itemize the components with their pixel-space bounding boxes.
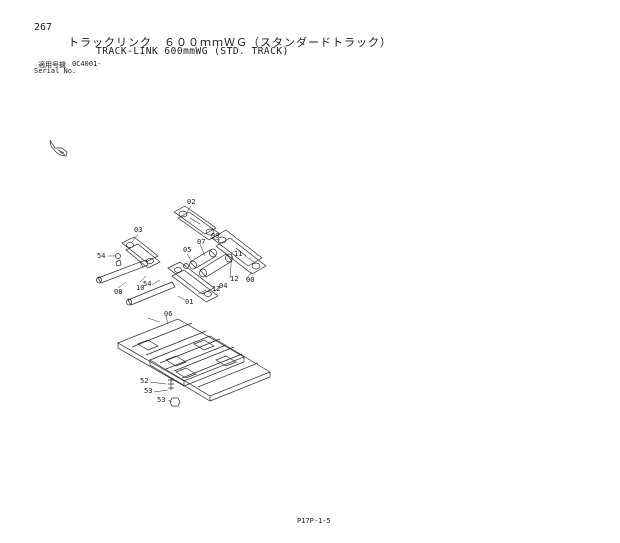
callout-00: 00 <box>246 276 254 284</box>
callout-01: 01 <box>185 298 193 306</box>
callout-08: 08 <box>114 288 122 296</box>
callout-02: 02 <box>187 198 195 206</box>
footer-page-code: P17P-1-5 <box>297 517 331 525</box>
callout-53-b: 53 <box>157 396 165 404</box>
callout-07: 07 <box>197 238 205 246</box>
track-link-02 <box>173 205 221 241</box>
track-link-09 <box>211 229 267 275</box>
serial-label-japanese: 適用号機 <box>38 61 66 69</box>
track-link-03 <box>115 236 161 269</box>
bushing-05 <box>189 248 217 270</box>
title-english: TRACK-LINK 600mmWG (STD. TRACK) <box>96 46 289 57</box>
callout-12-b: 12 <box>212 285 220 293</box>
hand-pointer-icon <box>49 139 68 157</box>
bushing-07 <box>199 253 233 278</box>
nut-53 <box>169 397 181 407</box>
callout-54-a: 54 <box>97 252 105 260</box>
callout-05: 05 <box>183 246 191 254</box>
callout-12-a: 12 <box>230 275 238 283</box>
pin-01 <box>126 281 176 306</box>
callout-10: 10 <box>136 284 144 292</box>
callout-54-b: 54 <box>143 280 151 288</box>
callout-03: 03 <box>134 226 142 234</box>
callout-11: 11 <box>234 250 242 258</box>
callout-06: 06 <box>164 310 172 318</box>
track-shoe-plates-06 <box>117 318 245 387</box>
callout-09: 09 <box>211 232 219 240</box>
pin-10 <box>96 259 149 284</box>
callout-04: 04 <box>219 282 227 290</box>
serial-code: 0C4001- <box>72 60 102 68</box>
track-shoe-plates-lower <box>149 335 271 402</box>
callout-52: 52 <box>140 377 148 385</box>
callout-53-a: 53 <box>144 387 152 395</box>
title-japanese: トラックリンク ６００ｍｍＷＧ（スタンダードトラック） <box>68 36 392 49</box>
page-number: 267 <box>34 22 53 33</box>
leader-lines <box>108 205 255 403</box>
bolt-52 <box>168 378 174 390</box>
serial-label-english: Serial No. <box>34 67 77 75</box>
track-link-middle <box>167 261 219 303</box>
